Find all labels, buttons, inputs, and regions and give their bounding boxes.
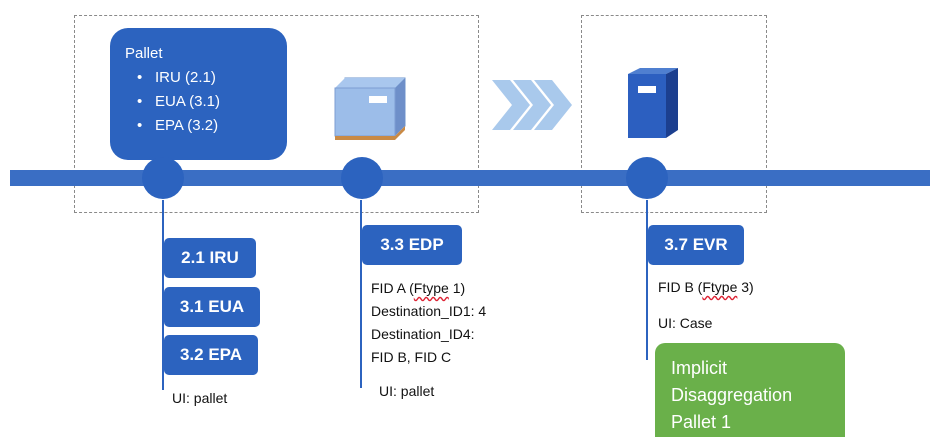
box-on-pallet-icon bbox=[334, 77, 406, 140]
case-icon bbox=[628, 68, 678, 138]
implicit-disaggregation-box: Implicit Disaggregation Pallet 1 bbox=[655, 343, 845, 437]
node2-fid-text: FID A ( bbox=[371, 280, 414, 296]
pallet-info-list: IRU (2.1) EUA (3.1) EPA (3.2) bbox=[125, 66, 287, 138]
node3-ftype-word: Ftype bbox=[702, 279, 738, 295]
pallet-info-item: EUA (3.1) bbox=[137, 90, 287, 114]
node2-tag-edp: 3.3 EDP bbox=[362, 225, 462, 265]
node3-connector bbox=[646, 200, 648, 360]
node2-dest4-line: Destination_ID4: bbox=[371, 326, 475, 342]
pallet-info-box: Pallet IRU (2.1) EUA (3.1) EPA (3.2) bbox=[110, 28, 287, 160]
node1-circle bbox=[142, 157, 184, 199]
pallet-info-item: EPA (3.2) bbox=[137, 114, 287, 138]
node2-dest1-line: Destination_ID1: 4 bbox=[371, 303, 487, 319]
implicit-line: Pallet 1 bbox=[671, 412, 732, 432]
node3-ftype-num: 3) bbox=[737, 279, 754, 295]
node3-fid-line: FID B (Ftype 3) bbox=[658, 276, 754, 299]
node1-connector bbox=[162, 200, 164, 390]
node1-tag-iru: 2.1 IRU bbox=[164, 238, 256, 278]
node3-fid-text: FID B ( bbox=[658, 279, 703, 295]
node3-tag-evr: 3.7 EVR bbox=[648, 225, 744, 265]
node2-ftype-num: 1) bbox=[448, 280, 466, 296]
case-group-frame bbox=[581, 15, 767, 213]
node2-circle bbox=[341, 157, 383, 199]
node3-circle bbox=[626, 157, 668, 199]
node1-tag-eua: 3.1 EUA bbox=[164, 287, 260, 327]
pallet-info-item: IRU (2.1) bbox=[137, 66, 287, 90]
implicit-line: Implicit bbox=[671, 358, 728, 378]
node2-connector bbox=[360, 200, 362, 388]
node3-ui-label: UI: Case bbox=[658, 315, 713, 331]
pallet-info-title: Pallet bbox=[125, 45, 163, 62]
node2-fids-line: FID B, FID C bbox=[371, 349, 452, 365]
node2-fid-line: FID A (Ftype 1) bbox=[371, 277, 486, 300]
pallet-group-frame bbox=[74, 15, 479, 213]
node2-ftype-word: Ftype bbox=[413, 280, 449, 296]
timeline-bar bbox=[10, 170, 930, 186]
node2-ui-label: UI: pallet bbox=[379, 383, 435, 399]
implicit-line: Disaggregation bbox=[671, 385, 793, 405]
node2-details: FID A (Ftype 1) Destination_ID1: 4 Desti… bbox=[371, 277, 486, 369]
chevron-arrows-icon bbox=[492, 80, 572, 130]
node1-tag-epa: 3.2 EPA bbox=[164, 335, 258, 375]
node1-ui-label: UI: pallet bbox=[172, 390, 228, 406]
